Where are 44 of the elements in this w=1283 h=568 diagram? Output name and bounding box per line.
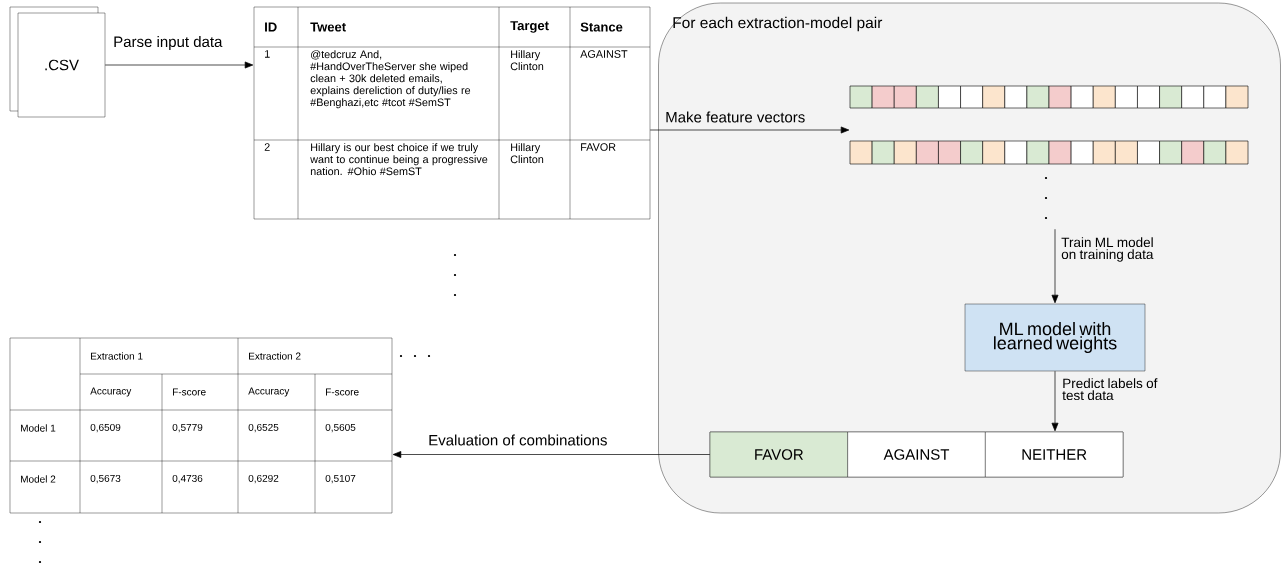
arrow (1051, 370, 1059, 432)
feature-vector-drawing (849, 85, 1249, 220)
table-cell: AGAINST (580, 50, 628, 58)
model-box: ML model with learned weights (964, 303, 1146, 372)
table-cell: Hillary Clinton (510, 50, 544, 71)
table-cell: 0,5673 (90, 474, 121, 484)
table-cell: 1 (265, 50, 270, 58)
table-cell: Hillary is our best choice if we truly want to continue being a progressive nation. #Ohio #SemST (310, 143, 488, 176)
table-cell: 0,6509 (90, 423, 121, 433)
table-cell: Model 2 (21, 475, 56, 483)
arrow (1051, 228, 1059, 304)
edge-label: Train ML model on training data (1061, 237, 1154, 262)
arrow (392, 451, 711, 458)
arrow (649, 126, 850, 134)
table-cell: 0,4736 (172, 474, 203, 484)
edge-label: Evaluation of combinations (429, 434, 607, 446)
label-cell: NEITHER (985, 431, 1124, 478)
header-cell: Tweet (310, 22, 346, 32)
table-cell: 0,6292 (248, 474, 279, 484)
edge-label: Parse input data (114, 36, 223, 50)
header-cell: Target (510, 21, 549, 33)
table-cell: 0,5605 (325, 423, 356, 433)
header-cell: Stance (580, 22, 623, 32)
edge-label: Make feature vectors (666, 111, 805, 123)
table-cell: Accuracy (248, 387, 290, 397)
table-cell: 0,5107 (325, 474, 356, 484)
table-cell: F-score (326, 388, 359, 396)
table-cell: Accuracy (90, 387, 132, 397)
document-stack: .CSV (9, 6, 106, 118)
table-cell: 0,5779 (172, 423, 203, 433)
table-cell: @tedcruz And, #HandOverTheServer she wiped clean + 30k deleted emails, explains dereliction of duty/lies re #Benghazi,etc #tcot #SemST (310, 50, 471, 109)
table-cell: F-score (173, 388, 206, 396)
table-cell: Extraction 2 (249, 352, 301, 360)
header-cell: ID (265, 22, 277, 32)
label-cell: FAVOR (709, 431, 848, 478)
table-cell: Model 1 (21, 424, 56, 432)
table-cell: FAVOR (581, 143, 616, 151)
edge-label: Predict labels of test data (1062, 378, 1158, 401)
table-cell: Hillary Clinton (510, 143, 544, 164)
table-cell: 0,6525 (248, 423, 279, 433)
arrow (104, 61, 254, 69)
table-cell: Extraction 1 (91, 352, 143, 360)
table-cell: 2 (264, 143, 270, 151)
label-cell: AGAINST (847, 431, 986, 478)
